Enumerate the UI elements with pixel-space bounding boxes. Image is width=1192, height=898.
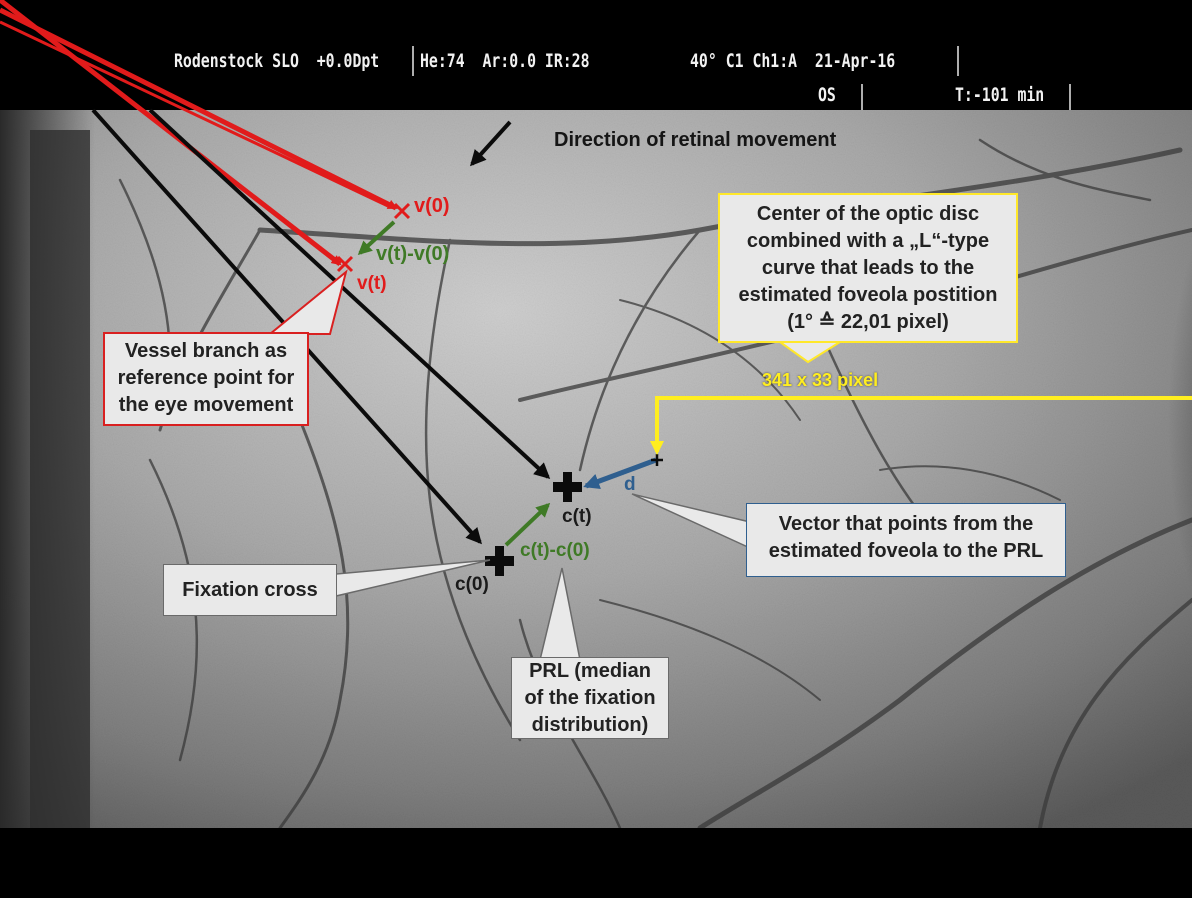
fixation-cross-ct [553, 472, 582, 502]
fixation-cross-c0 [485, 546, 514, 576]
yellow-l-curve [650, 396, 1192, 455]
foveola-marker [651, 454, 663, 466]
measurement-label: 341 x 33 pixel [762, 370, 879, 390]
header-separators [412, 46, 1071, 110]
label-vt: v(t) [357, 273, 387, 294]
header-eye: OS [818, 84, 836, 106]
vector-callout: Vector that points from the estimated fo… [746, 503, 1066, 577]
header-device-info: Rodenstock SLO +0.0Dpt [174, 50, 380, 72]
label-c0: c(0) [455, 574, 489, 595]
fixation-cross-callout: Fixation cross [163, 564, 337, 616]
vessel-branch-callout: Vessel branch as reference point for the… [103, 332, 309, 426]
header-field-date: 40° C1 Ch1:A 21-Apr-16 [690, 50, 896, 72]
optic-disc-callout: Center of the optic disc combined with a… [718, 193, 1018, 343]
direction-label: Direction of retinal movement [554, 129, 837, 151]
blue-vector-d [583, 457, 657, 489]
prl-callout: PRL (median of the fixation distribution… [511, 657, 669, 739]
green-arrows [357, 220, 551, 547]
label-v0: v(0) [414, 195, 450, 217]
header-bar [0, 0, 1192, 110]
header-time: T:-101 min [955, 84, 1045, 106]
red-arrows [0, 0, 398, 266]
header-acquisition-params: He:74 Ar:0.0 IR:28 [420, 50, 590, 72]
vessel-marker-vt [336, 255, 354, 273]
label-vt-minus-v0: v(t)-v(0) [376, 243, 450, 265]
label-ct: c(t) [562, 506, 592, 527]
label-ct-minus-c0: c(t)-c(0) [520, 540, 590, 561]
footer-bar [0, 828, 1192, 898]
label-d: d [624, 474, 636, 495]
vessel-marker-v0 [393, 202, 411, 220]
